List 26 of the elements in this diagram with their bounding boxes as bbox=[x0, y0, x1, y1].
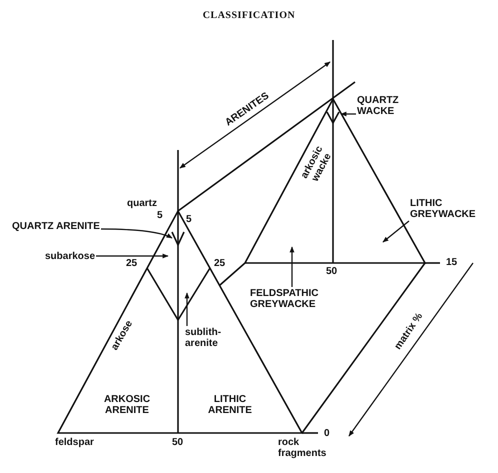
leader-line bbox=[382, 220, 410, 242]
tick-label: 0 bbox=[324, 428, 330, 439]
tick-label: 50 bbox=[326, 266, 338, 277]
leader-line bbox=[340, 112, 356, 116]
leader-line bbox=[101, 228, 173, 239]
region-label: QUARTZ ARENITE bbox=[12, 221, 100, 232]
tick-label: 15 bbox=[446, 257, 458, 268]
tick-label: 25 bbox=[126, 258, 138, 269]
tick-label: 5 bbox=[186, 214, 192, 225]
vertex-label: rock fragments bbox=[278, 437, 328, 459]
tick-label: 5 bbox=[157, 210, 163, 221]
region-label: LITHIC ARENITE bbox=[207, 394, 253, 416]
region-label: sublith-arenite bbox=[185, 327, 227, 349]
leader-line bbox=[96, 254, 169, 258]
vertex-label: quartz bbox=[127, 198, 157, 209]
vertex-label: feldspar bbox=[55, 437, 94, 448]
leader-line bbox=[184, 292, 190, 326]
region-label: subarkose bbox=[45, 251, 96, 262]
region-label: QUARTZ WACKE bbox=[357, 95, 407, 117]
title: CLASSIFICATION bbox=[202, 10, 296, 21]
tick-label: 25 bbox=[214, 258, 226, 269]
region-label: ARKOSIC ARENITE bbox=[102, 394, 152, 416]
leader-line bbox=[290, 246, 294, 287]
region-label: LITHIC GREYWACKE bbox=[410, 198, 498, 220]
region-label: FELDSPATHIC GREYWACKE bbox=[250, 288, 345, 310]
tick-label: 50 bbox=[172, 437, 184, 448]
